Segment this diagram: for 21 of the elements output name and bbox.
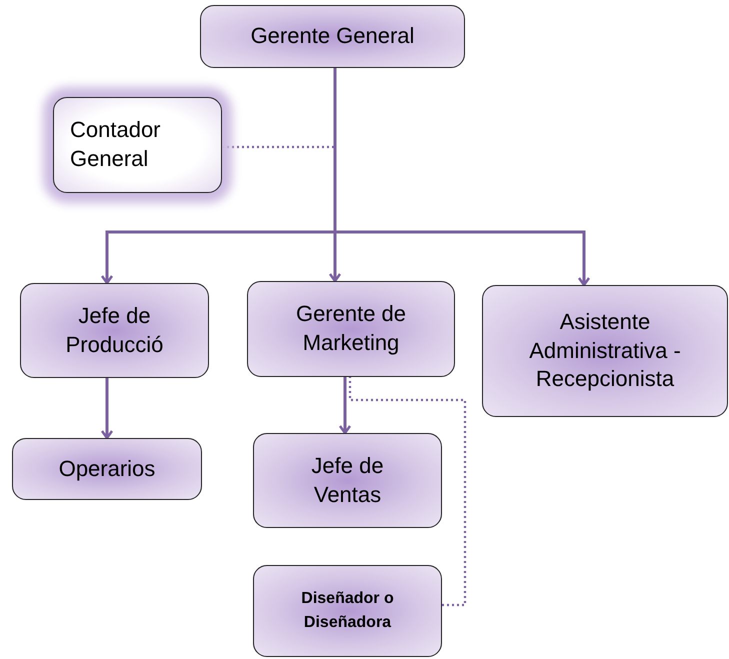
position-box [253, 565, 442, 657]
position-title: Gerente de Marketing [294, 300, 408, 357]
position-box [253, 433, 442, 528]
position-box [482, 285, 728, 417]
position-title: Asistente Administrativa - Recepcionista [528, 308, 682, 394]
position-box [53, 97, 222, 193]
position-title: Gerente General [250, 22, 414, 50]
arrow [334, 68, 590, 286]
position-box [20, 283, 209, 378]
dotted-connector [348, 377, 466, 606]
arrow [100, 378, 114, 440]
position-title: Diseñador o Diseñadora [300, 589, 395, 633]
position-box [247, 281, 455, 377]
position-title: Jefe de Producció [64, 302, 164, 358]
position-title: Jefe de Ventas [310, 452, 385, 508]
position-box [12, 438, 202, 500]
position-title: Contador General [70, 116, 162, 173]
arrow [338, 377, 352, 434]
position-box [200, 5, 465, 68]
position-title: Operarios [58, 454, 156, 483]
dotted-connector [222, 68, 336, 148]
